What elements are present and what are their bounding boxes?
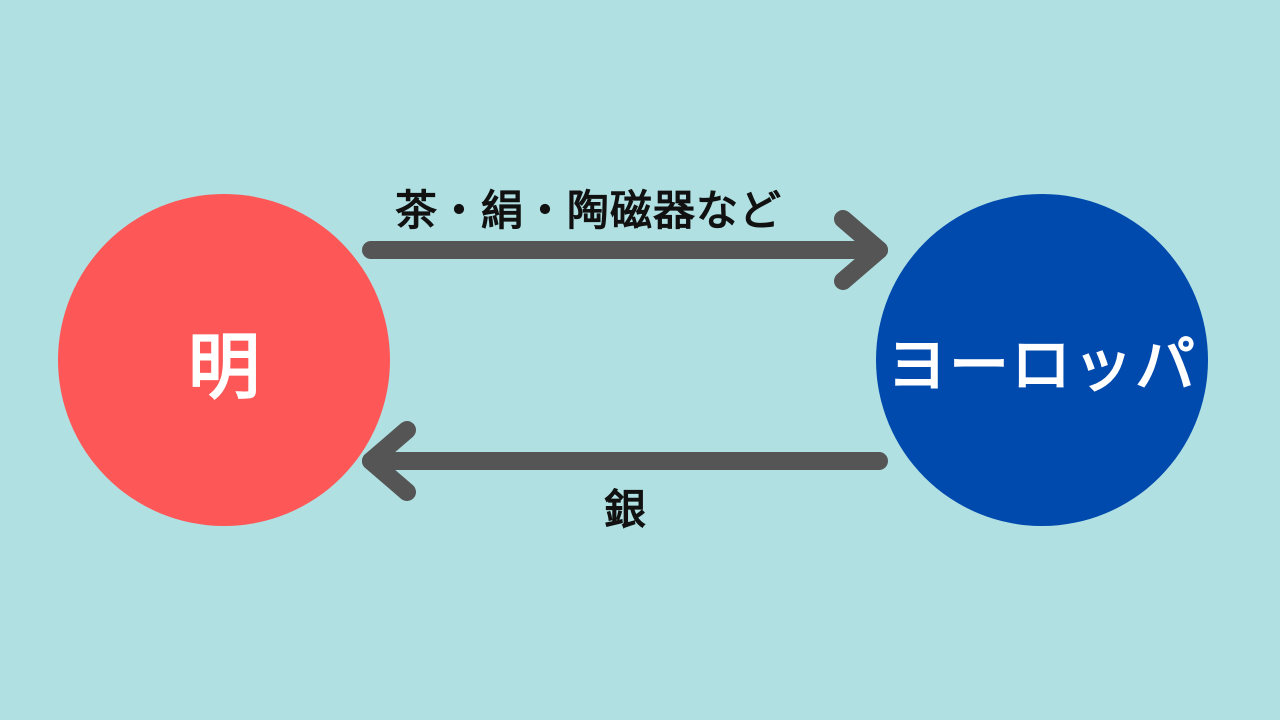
node-europe: ヨーロッパ: [876, 194, 1208, 526]
arrow-to-ming: [362, 421, 888, 501]
node-ming: 明: [58, 194, 390, 526]
node-ming-label: 明: [187, 324, 260, 409]
edge-label-to-ming: 銀: [604, 485, 647, 534]
arrow-to-europe: [362, 210, 888, 290]
edge-label-to-europe: 茶・絹・陶磁器など: [395, 186, 783, 235]
node-europe-label: ヨーロッパ: [887, 330, 1197, 401]
